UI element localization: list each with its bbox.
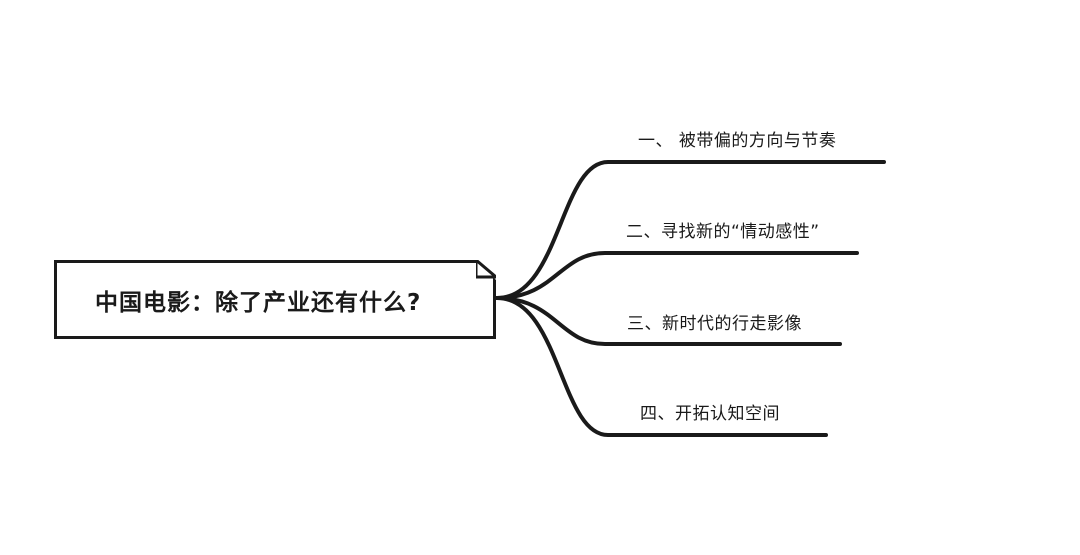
connector-branch-2 bbox=[495, 251, 859, 300]
connector-branch-3 bbox=[495, 296, 842, 346]
branch-label-4[interactable]: 四、开拓认知空间 bbox=[640, 404, 780, 424]
note-fold-icon bbox=[476, 260, 496, 280]
root-topic-title: 中国电影：除了产业还有什么? bbox=[95, 289, 422, 316]
branch-label-2[interactable]: 二、寻找新的“情动感性” bbox=[626, 222, 820, 242]
connector-branch-1 bbox=[495, 160, 886, 300]
branch-label-1[interactable]: 一、 被带偏的方向与节奏 bbox=[638, 131, 837, 151]
root-topic-node[interactable]: 中国电影：除了产业还有什么? bbox=[54, 260, 496, 339]
connector-branch-4 bbox=[495, 296, 828, 437]
branch-label-3[interactable]: 三、新时代的行走影像 bbox=[627, 314, 802, 334]
